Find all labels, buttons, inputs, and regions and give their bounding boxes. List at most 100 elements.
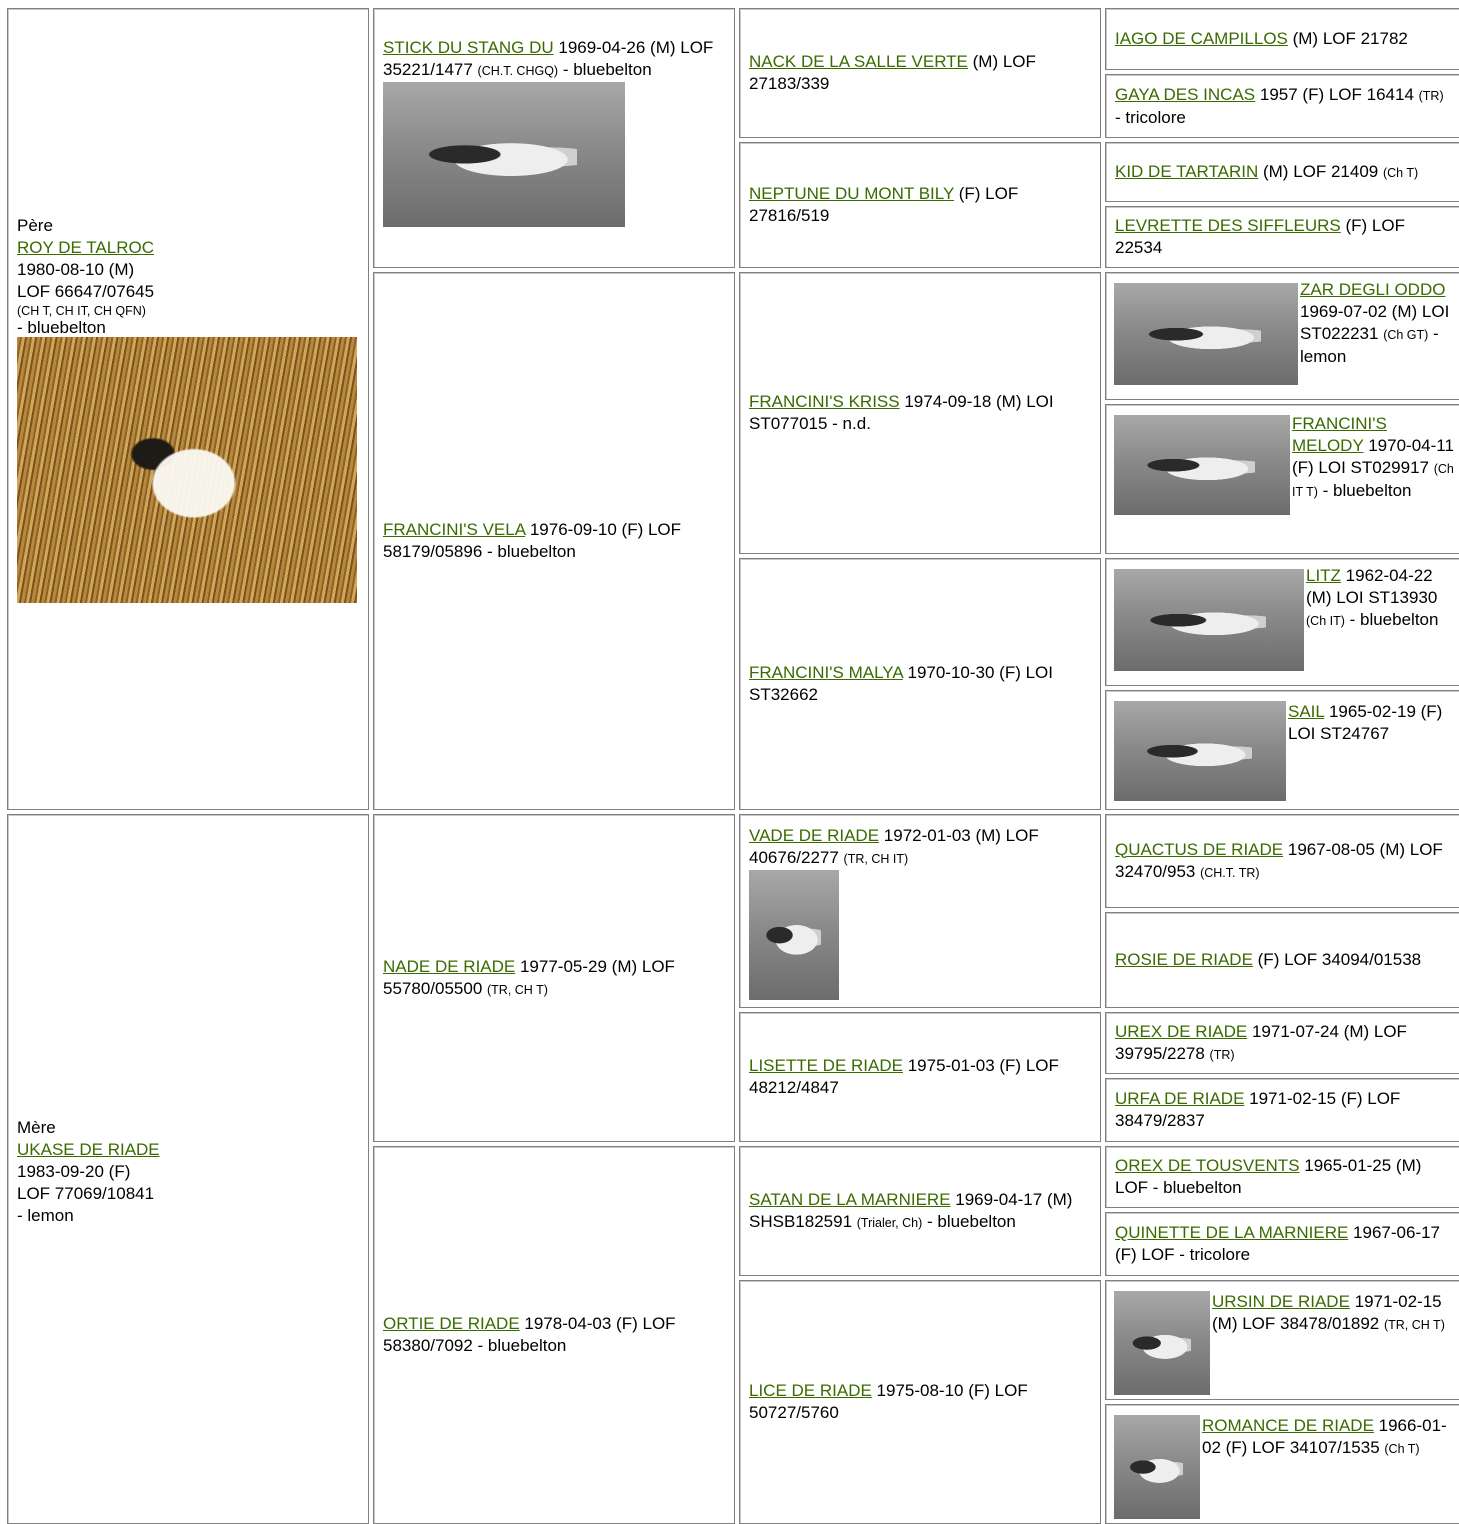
gen4-cell-11: UREX DE RIADE 1971-07-24 (M) LOF 39795/2… — [1105, 1012, 1459, 1074]
gen3-cell-3: FRANCINI'S KRISS 1974-09-18 (M) LOI ST07… — [739, 272, 1101, 554]
ancestor-info: 1967-08-05 (M) LOF 32470/953 — [1115, 839, 1443, 881]
gen3-cell-1: NACK DE LA SALLE VERTE (M) LOF 27183/339 — [739, 8, 1101, 138]
gen3-cell-7: SATAN DE LA MARNIERE 1969-04-17 (M) SHSB… — [739, 1146, 1101, 1276]
ancestor-info: 1970-10-30 (F) LOI ST32662 — [749, 663, 1054, 704]
ancestor-name-link[interactable]: GAYA DES INCAS — [1115, 84, 1256, 104]
ancestor-info: 1974-09-18 (M) LOI ST077015 - n.d. — [749, 392, 1054, 433]
ancestor-info: (F) LOF 27816/519 — [749, 184, 1019, 225]
ancestor-titles: (CH.T. TR) — [1200, 865, 1260, 880]
ancestor-name-link[interactable]: QUACTUS DE RIADE — [1115, 839, 1284, 859]
ancestor-info: (M) LOF 27183/339 — [749, 52, 1036, 93]
gen4-cell-15: URSIN DE RIADE 1971-02-15 (M) LOF 38478/… — [1105, 1280, 1459, 1400]
sire-cell: Père ROY DE TALROC 1980-08-10 (M) LOF 66… — [7, 8, 369, 810]
ancestor-name-link[interactable]: STICK DU STANG DU — [383, 38, 554, 57]
gen4-cell-7: LITZ 1962-04-22 (M) LOI ST13930 (Ch IT) … — [1105, 558, 1459, 686]
ancestor-name-link[interactable]: ZAR DEGLI ODDO — [1300, 280, 1446, 299]
ancestor-color: - bluebelton — [1344, 610, 1439, 629]
ancestor-info: 1957 (F) LOF 16414 — [1255, 84, 1419, 104]
dam-cell: Mère UKASE DE RIADE 1983-09-20 (F) LOF 7… — [7, 814, 369, 1524]
ancestor-titles: (TR) — [1209, 1047, 1235, 1062]
ancestor-info: 1977-05-29 (M) LOF 55780/05500 — [383, 956, 675, 998]
ancestor-photo — [1114, 569, 1304, 671]
ancestor-name-link[interactable]: NADE DE RIADE — [383, 956, 516, 976]
ancestor-name-link[interactable]: QUINETTE DE LA MARNIERE — [1115, 1223, 1349, 1242]
ancestor-color: - lemon — [1300, 324, 1439, 366]
gen4-cell-5: ZAR DEGLI ODDO 1969-07-02 (M) LOI ST0222… — [1105, 272, 1459, 400]
ancestor-info: 1971-02-15 (M) LOF 38478/01892 — [1212, 1292, 1442, 1333]
ancestor-titles: (CH.T. CHGQ) — [477, 64, 559, 78]
grandsire-maternal-cell: NADE DE RIADE 1977-05-29 (M) LOF 55780/0… — [373, 814, 735, 1142]
dam-registration: LOF 77069/10841 — [17, 1184, 155, 1203]
ancestor-info: (M) LOF 21782 — [1287, 29, 1408, 48]
sire-name-link[interactable]: ROY DE TALROC — [17, 238, 154, 257]
ancestor-name-link[interactable]: URSIN DE RIADE — [1212, 1292, 1350, 1311]
gen4-cell-6: FRANCINI'S MELODY 1970-04-11 (F) LOI ST0… — [1105, 404, 1459, 554]
granddam-maternal-cell: ORTIE DE RIADE 1978-04-03 (F) LOF 58380/… — [373, 1146, 735, 1524]
ancestor-info: 1970-04-11 (F) LOI ST029917 — [1292, 436, 1454, 477]
ancestor-photo — [1114, 415, 1290, 515]
ancestor-name-link[interactable]: NACK DE LA SALLE VERTE — [749, 52, 968, 71]
ancestor-name-link[interactable]: OREX DE TOUSVENTS — [1115, 1156, 1300, 1175]
gen3-cell-8: LICE DE RIADE 1975-08-10 (F) LOF 50727/5… — [739, 1280, 1101, 1524]
ancestor-titles: (Ch IT) — [1306, 614, 1345, 628]
gen3-cell-6: LISETTE DE RIADE 1975-01-03 (F) LOF 4821… — [739, 1012, 1101, 1142]
dam-role: Mère — [17, 1118, 56, 1137]
gen4-cell-10: ROSIE DE RIADE (F) LOF 34094/01538 — [1105, 912, 1459, 1008]
ancestor-info: 1972-01-03 (M) LOF 40676/2277 — [749, 826, 1039, 867]
ancestor-name-link[interactable]: ROSIE DE RIADE — [1115, 950, 1253, 969]
ancestor-info: 1969-07-02 (M) LOI ST022231 — [1300, 302, 1450, 343]
ancestor-photo — [1114, 283, 1298, 385]
gen4-cell-2: GAYA DES INCAS 1957 (F) LOF 16414 (TR) -… — [1105, 74, 1459, 138]
ancestor-name-link[interactable]: LISETTE DE RIADE — [749, 1056, 903, 1075]
ancestor-name-link[interactable]: LICE DE RIADE — [749, 1381, 872, 1400]
ancestor-info: 1975-08-10 (F) LOF 50727/5760 — [749, 1381, 1028, 1422]
ancestor-info: (F) LOF 34094/01538 — [1252, 950, 1422, 969]
ancestor-titles: (Ch T) — [1384, 1442, 1420, 1456]
ancestor-color: - tricolore — [1115, 107, 1186, 127]
sire-titles: (CH T, CH IT, CH QFN) — [17, 304, 146, 318]
ancestor-color: - bluebelton — [558, 60, 652, 79]
ancestor-name-link[interactable]: UREX DE RIADE — [1115, 1021, 1248, 1041]
ancestor-titles: (TR) — [1418, 88, 1444, 103]
ancestor-info: (M) LOF 21409 — [1258, 161, 1383, 181]
ancestor-name-link[interactable]: IAGO DE CAMPILLOS — [1115, 29, 1288, 48]
ancestor-photo — [749, 870, 839, 1000]
gen3-cell-2: NEPTUNE DU MONT BILY (F) LOF 27816/519 — [739, 142, 1101, 268]
ancestor-info: 1969-04-26 (M) LOF 35221/1477 — [383, 38, 714, 79]
ancestor-name-link[interactable]: KID DE TARTARIN — [1115, 161, 1259, 181]
ancestor-info: 1975-01-03 (F) LOF 48212/4847 — [749, 1056, 1059, 1097]
ancestor-name-link[interactable]: SAIL — [1288, 702, 1325, 721]
gen4-cell-16: ROMANCE DE RIADE 1966-01-02 (F) LOF 3410… — [1105, 1404, 1459, 1524]
ancestor-name-link[interactable]: FRANCINI'S VELA — [383, 520, 526, 539]
gen3-cell-5: VADE DE RIADE 1972-01-03 (M) LOF 40676/2… — [739, 814, 1101, 1008]
dam-name-link[interactable]: UKASE DE RIADE — [17, 1140, 160, 1159]
ancestor-name-link[interactable]: SATAN DE LA MARNIERE — [749, 1189, 951, 1209]
ancestor-name-link[interactable]: LEVRETTE DES SIFFLEURS — [1115, 216, 1341, 235]
ancestor-titles: (TR, CH T) — [1383, 1318, 1445, 1332]
ancestor-titles: (Trialer, Ch) — [856, 1215, 923, 1230]
ancestor-name-link[interactable]: URFA DE RIADE — [1115, 1089, 1245, 1108]
ancestor-name-link[interactable]: LITZ — [1306, 566, 1341, 585]
ancestor-photo — [1114, 1415, 1200, 1519]
ancestor-info: 1962-04-22 (M) LOI ST13930 — [1306, 566, 1438, 607]
ancestor-name-link[interactable]: NEPTUNE DU MONT BILY — [749, 184, 954, 203]
gen3-cell-4: FRANCINI'S MALYA 1970-10-30 (F) LOI ST32… — [739, 558, 1101, 810]
sire-date: 1980-08-10 (M) — [17, 260, 135, 279]
ancestor-name-link[interactable]: ORTIE DE RIADE — [383, 1314, 520, 1333]
ancestor-name-link[interactable]: FRANCINI'S KRISS — [749, 392, 900, 411]
ancestor-name-link[interactable]: FRANCINI'S MELODY — [1292, 414, 1387, 455]
ancestor-info: 1965-01-25 (M) LOF - bluebelton — [1115, 1156, 1422, 1197]
ancestor-name-link[interactable]: FRANCINI'S MALYA — [749, 663, 903, 682]
ancestor-info: 1969-04-17 (M) SHSB182591 — [749, 1189, 1073, 1231]
ancestor-color: - bluebelton — [1317, 481, 1412, 500]
ancestor-name-link[interactable]: VADE DE RIADE — [749, 826, 880, 845]
ancestor-name-link[interactable]: ROMANCE DE RIADE — [1202, 1416, 1374, 1435]
dam-date: 1983-09-20 (F) — [17, 1162, 131, 1181]
sire-role: Père — [17, 216, 53, 235]
ancestor-info: 1976-09-10 (F) LOF 58179/05896 - bluebel… — [383, 520, 682, 561]
ancestor-info: 1965-02-19 (F) LOI ST24767 — [1288, 702, 1443, 743]
ancestor-info: 1966-01-02 (F) LOF 34107/1535 — [1202, 1416, 1447, 1457]
gen4-cell-12: URFA DE RIADE 1971-02-15 (F) LOF 38479/2… — [1105, 1078, 1459, 1142]
sire-registration: LOF 66647/07645 — [17, 282, 155, 301]
ancestor-titles: (Ch GT) — [1383, 328, 1429, 342]
